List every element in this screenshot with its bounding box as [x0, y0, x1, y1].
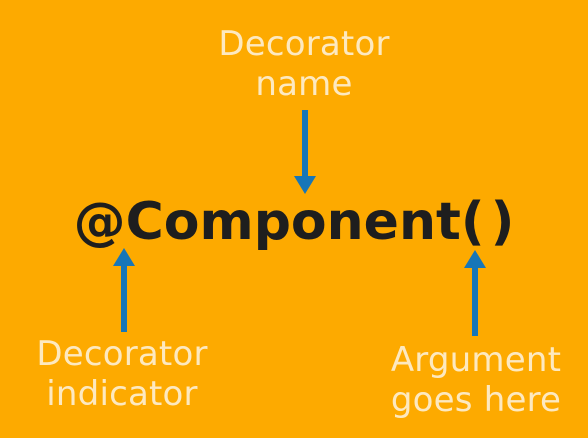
arrow-up-to-at-symbol — [113, 248, 135, 332]
argument-label-line-2: goes here — [390, 380, 562, 420]
decorator-name-label-line-1: Decorator — [218, 24, 390, 64]
argument-label: Argument goes here — [366, 340, 586, 420]
decorator-close-paren: ) — [490, 192, 515, 252]
decorator-component-name: Component — [125, 192, 461, 252]
decorator-indicator-label: Decorator indicator — [12, 334, 232, 414]
decorator-code: @Component() — [0, 192, 588, 252]
decorator-name-label-line-2: name — [255, 64, 353, 104]
argument-label-line-1: Argument — [390, 340, 562, 380]
arrow-down-to-name — [294, 110, 316, 194]
arrow-up-to-argument — [464, 250, 486, 336]
decorator-name-label: Decorator name — [194, 24, 414, 104]
decorator-open-paren: ( — [460, 192, 485, 252]
decorator-indicator-label-line-2: indicator — [46, 374, 198, 414]
decorator-indicator-label-line-1: Decorator — [36, 334, 208, 374]
decorator-at-symbol: @ — [73, 192, 126, 252]
